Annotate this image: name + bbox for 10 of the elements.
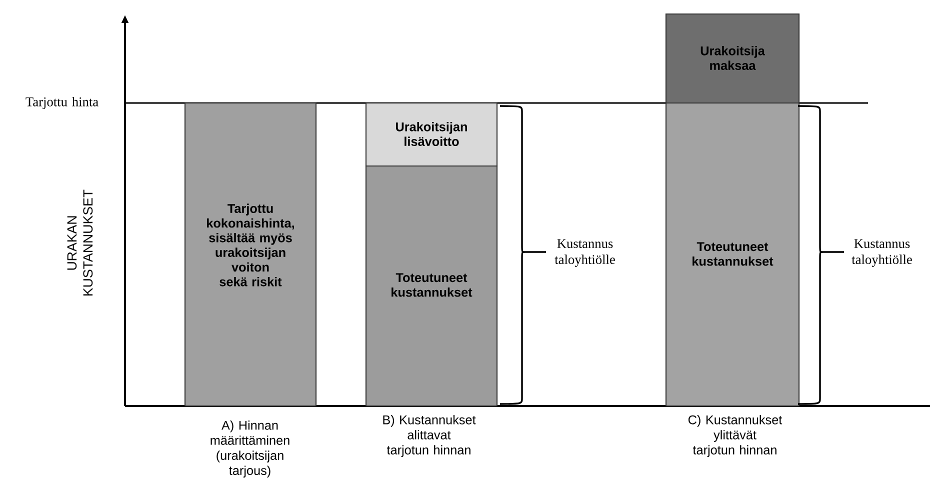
bar-segment: Urakoitsija maksaa (665, 13, 800, 104)
bar-segment: Urakoitsijan lisävoitto (365, 102, 498, 167)
axis-title: URAKAN KUSTANNUKSET (67, 190, 93, 296)
bar-segment: Tarjottu kokonaishinta, sisältää myös urakoitsijan voiton sekä riskit (184, 102, 317, 407)
brace-label: Kustannus taloyhtiölle (554, 239, 615, 267)
bar-segment: Toteutuneet kustannukset (665, 102, 800, 407)
brace-label: Kustannus taloyhtiölle (852, 239, 912, 267)
value-label: Tarjottu hinta (26, 96, 98, 110)
bar-segment: Toteutuneet kustannukset (365, 165, 498, 407)
scenario-caption: A) Hinnan määrittäminen (urakoitsijan tarjous) (210, 420, 290, 478)
